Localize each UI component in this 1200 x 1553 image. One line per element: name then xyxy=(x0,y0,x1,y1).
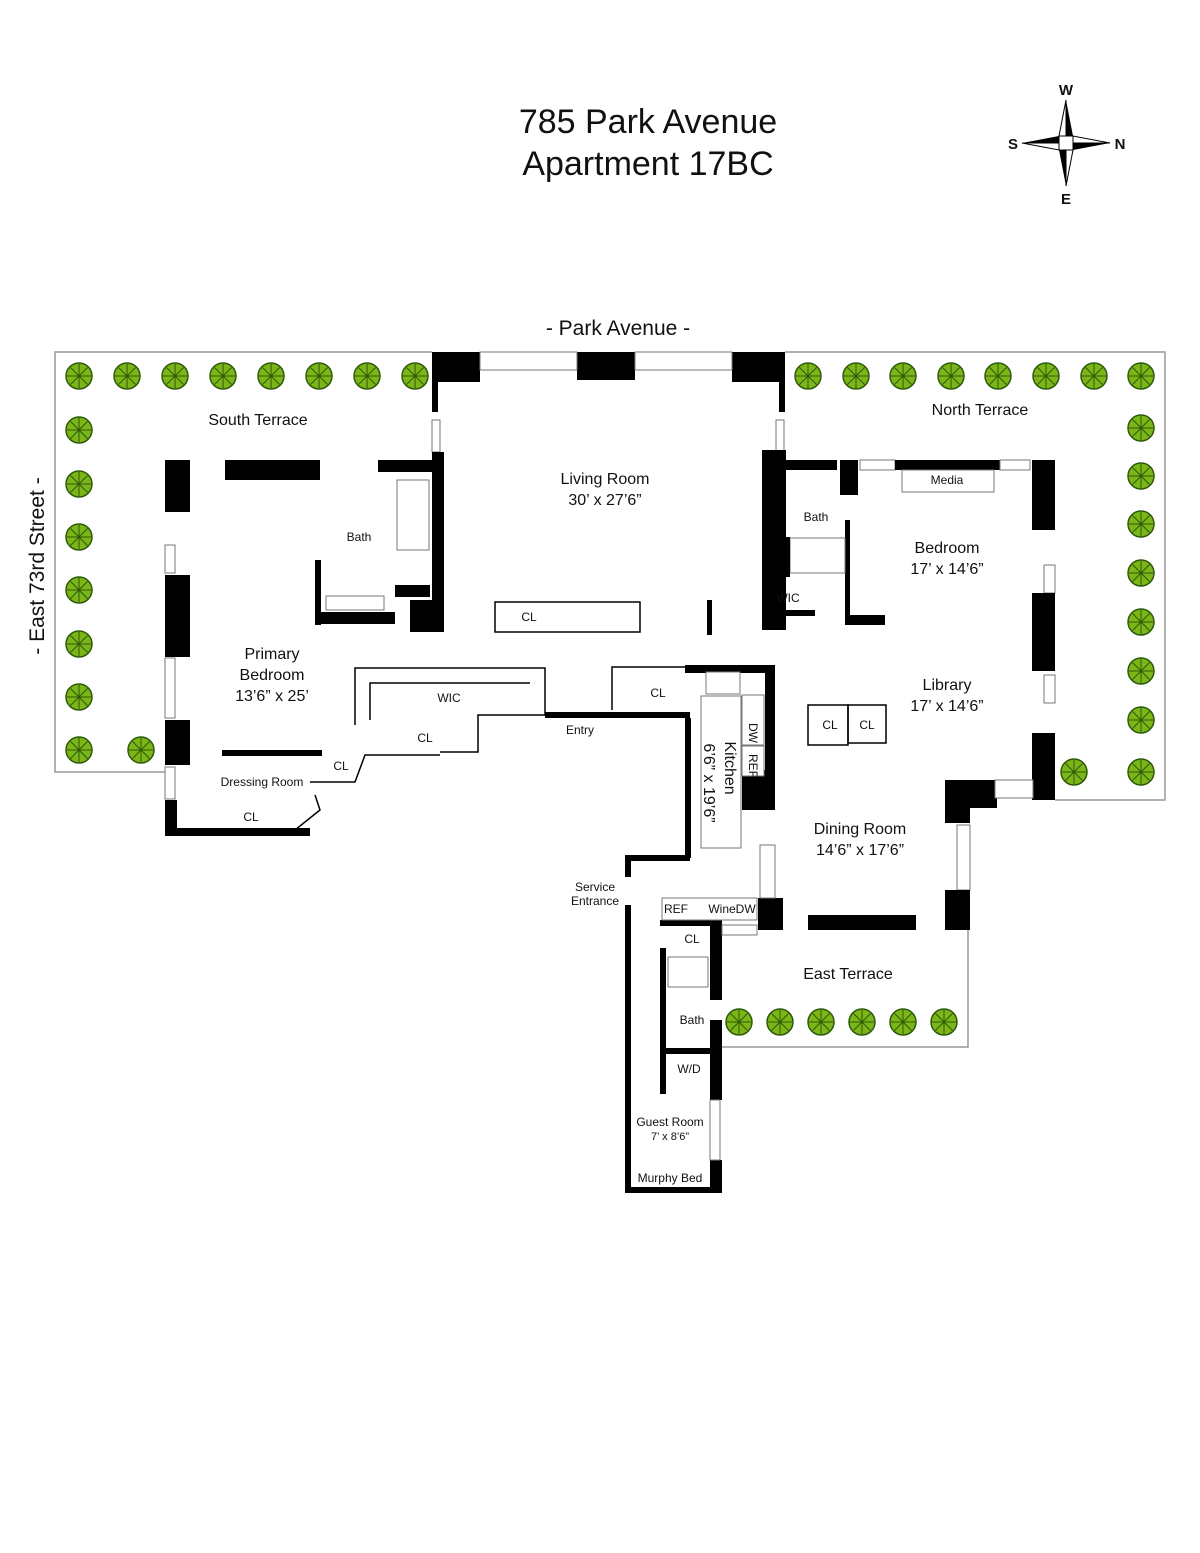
label-wic-bedroom: WIC xyxy=(776,591,800,605)
tree-icon xyxy=(113,362,141,390)
size-living-room: 30’ x 27’6” xyxy=(568,492,641,509)
tree-icon xyxy=(65,416,93,444)
label-cl-primary: CL xyxy=(417,731,433,745)
tree-icon xyxy=(257,362,285,390)
compass-n: N xyxy=(1115,136,1126,153)
size-library: 17’ x 14’6” xyxy=(910,698,983,715)
tree-icon xyxy=(889,362,917,390)
tree-icon xyxy=(65,362,93,390)
label-dressing-room: Dressing Room xyxy=(221,775,304,789)
tree-icon xyxy=(766,1008,794,1036)
label-library: Library xyxy=(923,677,972,694)
tree-icon xyxy=(794,362,822,390)
tree-icon xyxy=(930,1008,958,1036)
label-primary-bath: Bath xyxy=(347,530,372,544)
label-cl-hall: CL xyxy=(333,759,349,773)
tree-icon xyxy=(889,1008,917,1036)
street-east-73rd: - East 73rd Street - xyxy=(26,477,49,654)
size-dining-room: 14’6” x 17’6” xyxy=(816,842,904,859)
label-cl-living: CL xyxy=(521,610,537,624)
size-guest-room: 7’ x 8’6” xyxy=(651,1131,689,1143)
east-terrace-outline xyxy=(720,930,969,1048)
label-ref-pantry: REF xyxy=(664,902,688,916)
tree-icon xyxy=(1060,758,1088,786)
tree-icon xyxy=(1127,362,1155,390)
tree-icon xyxy=(65,683,93,711)
tree-icon xyxy=(65,523,93,551)
tree-icon xyxy=(1127,706,1155,734)
tree-icon xyxy=(65,470,93,498)
label-north-terrace: North Terrace xyxy=(932,402,1029,419)
tree-icon xyxy=(1127,657,1155,685)
compass-e: E xyxy=(1061,191,1071,208)
tree-icon xyxy=(65,576,93,604)
label-guest-room: Guest Room xyxy=(636,1115,703,1129)
tree-icon xyxy=(305,362,333,390)
label-kitchen: Kitchen xyxy=(721,741,738,794)
label-cl-dressing: CL xyxy=(243,810,259,824)
south-terrace-outline xyxy=(54,351,432,773)
tree-icon xyxy=(1127,510,1155,538)
tree-icon xyxy=(1080,362,1108,390)
tree-icon xyxy=(209,362,237,390)
label-guest-bath: Bath xyxy=(680,1013,705,1027)
street-park-avenue: - Park Avenue - xyxy=(546,317,690,340)
size-bedroom: 17’ x 14’6” xyxy=(910,561,983,578)
compass-icon xyxy=(1021,99,1111,187)
tree-icon xyxy=(807,1008,835,1036)
label-living-room: Living Room xyxy=(561,471,650,488)
tree-icon xyxy=(842,362,870,390)
label-cl-library-2: CL xyxy=(859,718,875,732)
label-murphy-bed: Murphy Bed xyxy=(638,1171,703,1185)
label-east-terrace: East Terrace xyxy=(803,966,893,983)
label-cl-service: CL xyxy=(684,932,700,946)
label-wine-dw: WineDW xyxy=(708,902,756,916)
tree-icon xyxy=(1127,758,1155,786)
tree-icon xyxy=(1127,462,1155,490)
tree-icon xyxy=(353,362,381,390)
tree-icon xyxy=(1127,559,1155,587)
tree-icon xyxy=(401,362,429,390)
label-service-entrance-1: Service xyxy=(575,880,615,894)
label-cl-library-1: CL xyxy=(822,718,838,732)
tree-icon xyxy=(161,362,189,390)
label-primary-bedroom-1: Primary xyxy=(244,646,299,663)
label-media: Media xyxy=(931,473,964,487)
label-service-entrance-2: Entrance xyxy=(571,894,619,908)
tree-icon xyxy=(65,630,93,658)
tree-icon xyxy=(127,736,155,764)
tree-icon xyxy=(1032,362,1060,390)
tree-icon xyxy=(725,1008,753,1036)
label-dining-room: Dining Room xyxy=(814,821,906,838)
tree-icon xyxy=(937,362,965,390)
size-kitchen: 6’6” x 19’6” xyxy=(700,743,717,822)
label-bedroom-bath: Bath xyxy=(804,510,829,524)
label-wd: W/D xyxy=(677,1062,701,1076)
tree-icon xyxy=(65,736,93,764)
size-primary-bedroom: 13’6” x 25’ xyxy=(235,688,309,705)
north-terrace-outline xyxy=(785,351,1166,801)
compass-w: W xyxy=(1059,82,1074,99)
title-line-2: Apartment 17BC xyxy=(522,145,773,183)
label-wic-primary: WIC xyxy=(437,691,461,705)
walls xyxy=(164,351,1056,1193)
title-line-1: 785 Park Avenue xyxy=(519,103,777,141)
label-bedroom: Bedroom xyxy=(915,540,980,557)
label-ref-kitchen: REF xyxy=(746,754,760,778)
tree-icon xyxy=(1127,608,1155,636)
compass-s: S xyxy=(1008,136,1018,153)
label-entry: Entry xyxy=(566,723,594,737)
tree-icon xyxy=(984,362,1012,390)
tree-icon xyxy=(848,1008,876,1036)
label-south-terrace: South Terrace xyxy=(208,412,307,429)
label-dw: DW xyxy=(746,723,760,744)
label-primary-bedroom-2: Bedroom xyxy=(240,667,305,684)
tree-icon xyxy=(1127,414,1155,442)
trees xyxy=(65,362,1155,1036)
label-cl-entry: CL xyxy=(650,686,666,700)
